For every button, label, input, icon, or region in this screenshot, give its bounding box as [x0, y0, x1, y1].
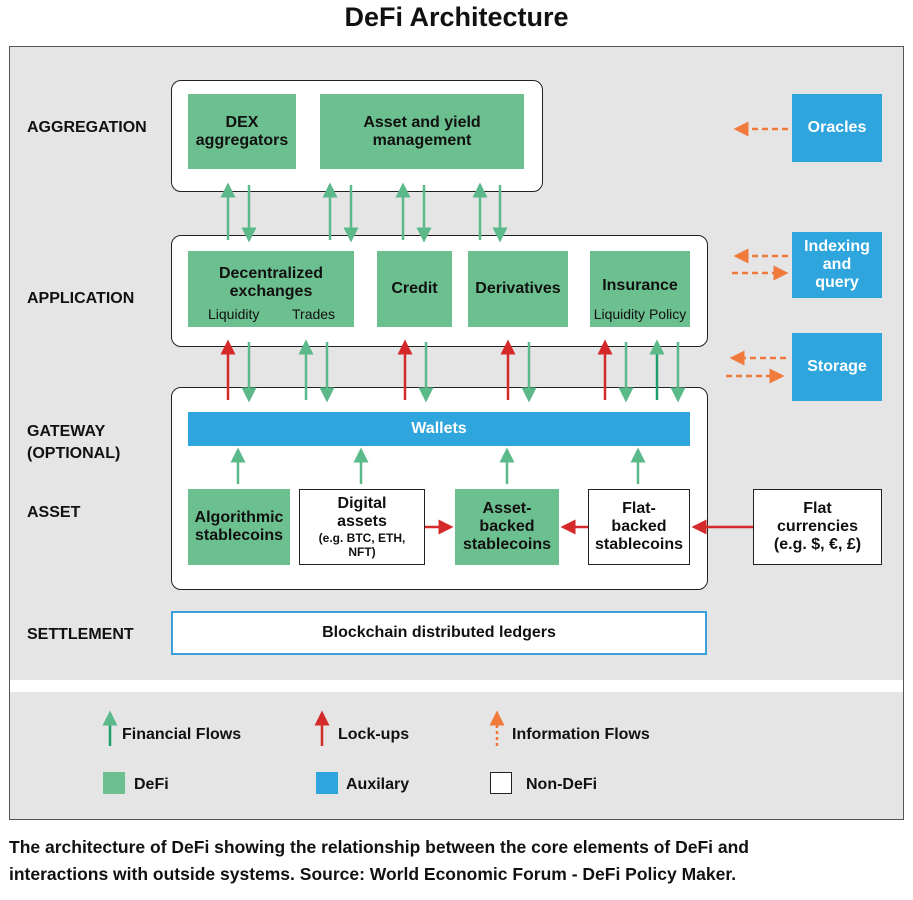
algorithmic-stablecoins-box: Algorithmic stablecoins — [188, 489, 290, 565]
legend-nondefi: Non-DeFi — [526, 776, 598, 793]
legend-auxiliary: Auxilary — [346, 776, 410, 793]
storage-box: Storage — [792, 333, 882, 401]
digital-assets-box: Digital assets (e.g. BTC, ETH, NFT) — [299, 489, 425, 565]
layer-label-gateway: GATEWAY — [27, 423, 106, 440]
caption-line-2: interactions with outside systems. Sourc… — [9, 864, 737, 884]
dex-trades-label: Trades — [292, 306, 336, 322]
layer-label-settlement: SETTLEMENT — [27, 626, 134, 643]
derivatives-box: Derivatives — [468, 251, 568, 327]
dex-liquidity-label: Liquidity — [208, 306, 260, 322]
oracles-box: Oracles — [792, 94, 882, 162]
dex-aggregators-box: DEX aggregators — [188, 94, 296, 169]
diagram-title: DeFi Architecture — [344, 2, 569, 32]
legend-auxiliary-swatch — [316, 772, 338, 794]
layer-label-application: APPLICATION — [27, 290, 135, 307]
credit-box: Credit — [377, 251, 452, 327]
figure-caption: The architecture of DeFi showing the rel… — [9, 834, 904, 888]
legend-defi-swatch — [103, 772, 125, 794]
legend-financial-flows: Financial Flows — [122, 726, 242, 743]
layer-label-asset: ASSET — [27, 504, 81, 521]
caption-line-1: The architecture of DeFi showing the rel… — [9, 837, 749, 857]
decentralized-exchanges-box: Decentralized exchanges Liquidity Trades — [188, 251, 354, 327]
layer-label-aggregation: AGGREGATION — [27, 119, 147, 136]
insurance-sub-label: Liquidity Policy — [593, 306, 687, 322]
fiat-currencies-box: Flat currencies (e.g. $, €, £) — [753, 489, 882, 565]
asset-yield-management-box: Asset and yield management — [320, 94, 524, 169]
insurance-box: Insurance Liquidity Policy — [590, 251, 690, 327]
legend-nondefi-swatch — [490, 772, 512, 794]
layer-label-gateway-optional: (OPTIONAL) — [27, 445, 121, 462]
legend-divider — [10, 680, 903, 692]
indexing-query-box: Indexing and query — [792, 232, 882, 298]
blockchain-ledgers-box: Blockchain distributed ledgers — [171, 611, 707, 655]
legend-lockups: Lock-ups — [338, 726, 410, 743]
legend-information-flows: Information Flows — [512, 726, 650, 743]
legend-defi: DeFi — [134, 776, 169, 793]
wallets-bar: Wallets — [188, 412, 690, 446]
asset-backed-stablecoins-box: Asset- backed stablecoins — [455, 489, 559, 565]
fiat-backed-stablecoins-box: Flat- backed stablecoins — [588, 489, 690, 565]
